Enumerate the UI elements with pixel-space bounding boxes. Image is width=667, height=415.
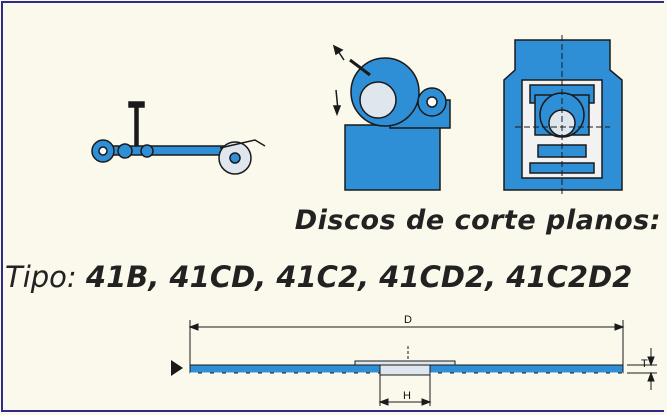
type-label: Tipo:: [5, 260, 77, 294]
handheld-grinder-illustration: [91, 101, 266, 175]
type-list-line: Tipo: 41B, 41CD, 41C2, 41CD2, 41C2D2: [5, 260, 632, 294]
type-values: 41B, 41CD, 41C2, 41CD2, 41C2D2: [85, 260, 633, 294]
heading-discos-de-corte: Discos de corte planos:: [294, 205, 661, 236]
disc-dimension-drawing: [171, 320, 657, 406]
chop-saw-illustration: [332, 44, 451, 191]
diameter-label: D: [404, 314, 412, 326]
bore-label: H: [403, 390, 411, 402]
thickness-label: T: [641, 358, 648, 370]
stationary-cutter-illustration: [503, 35, 623, 195]
